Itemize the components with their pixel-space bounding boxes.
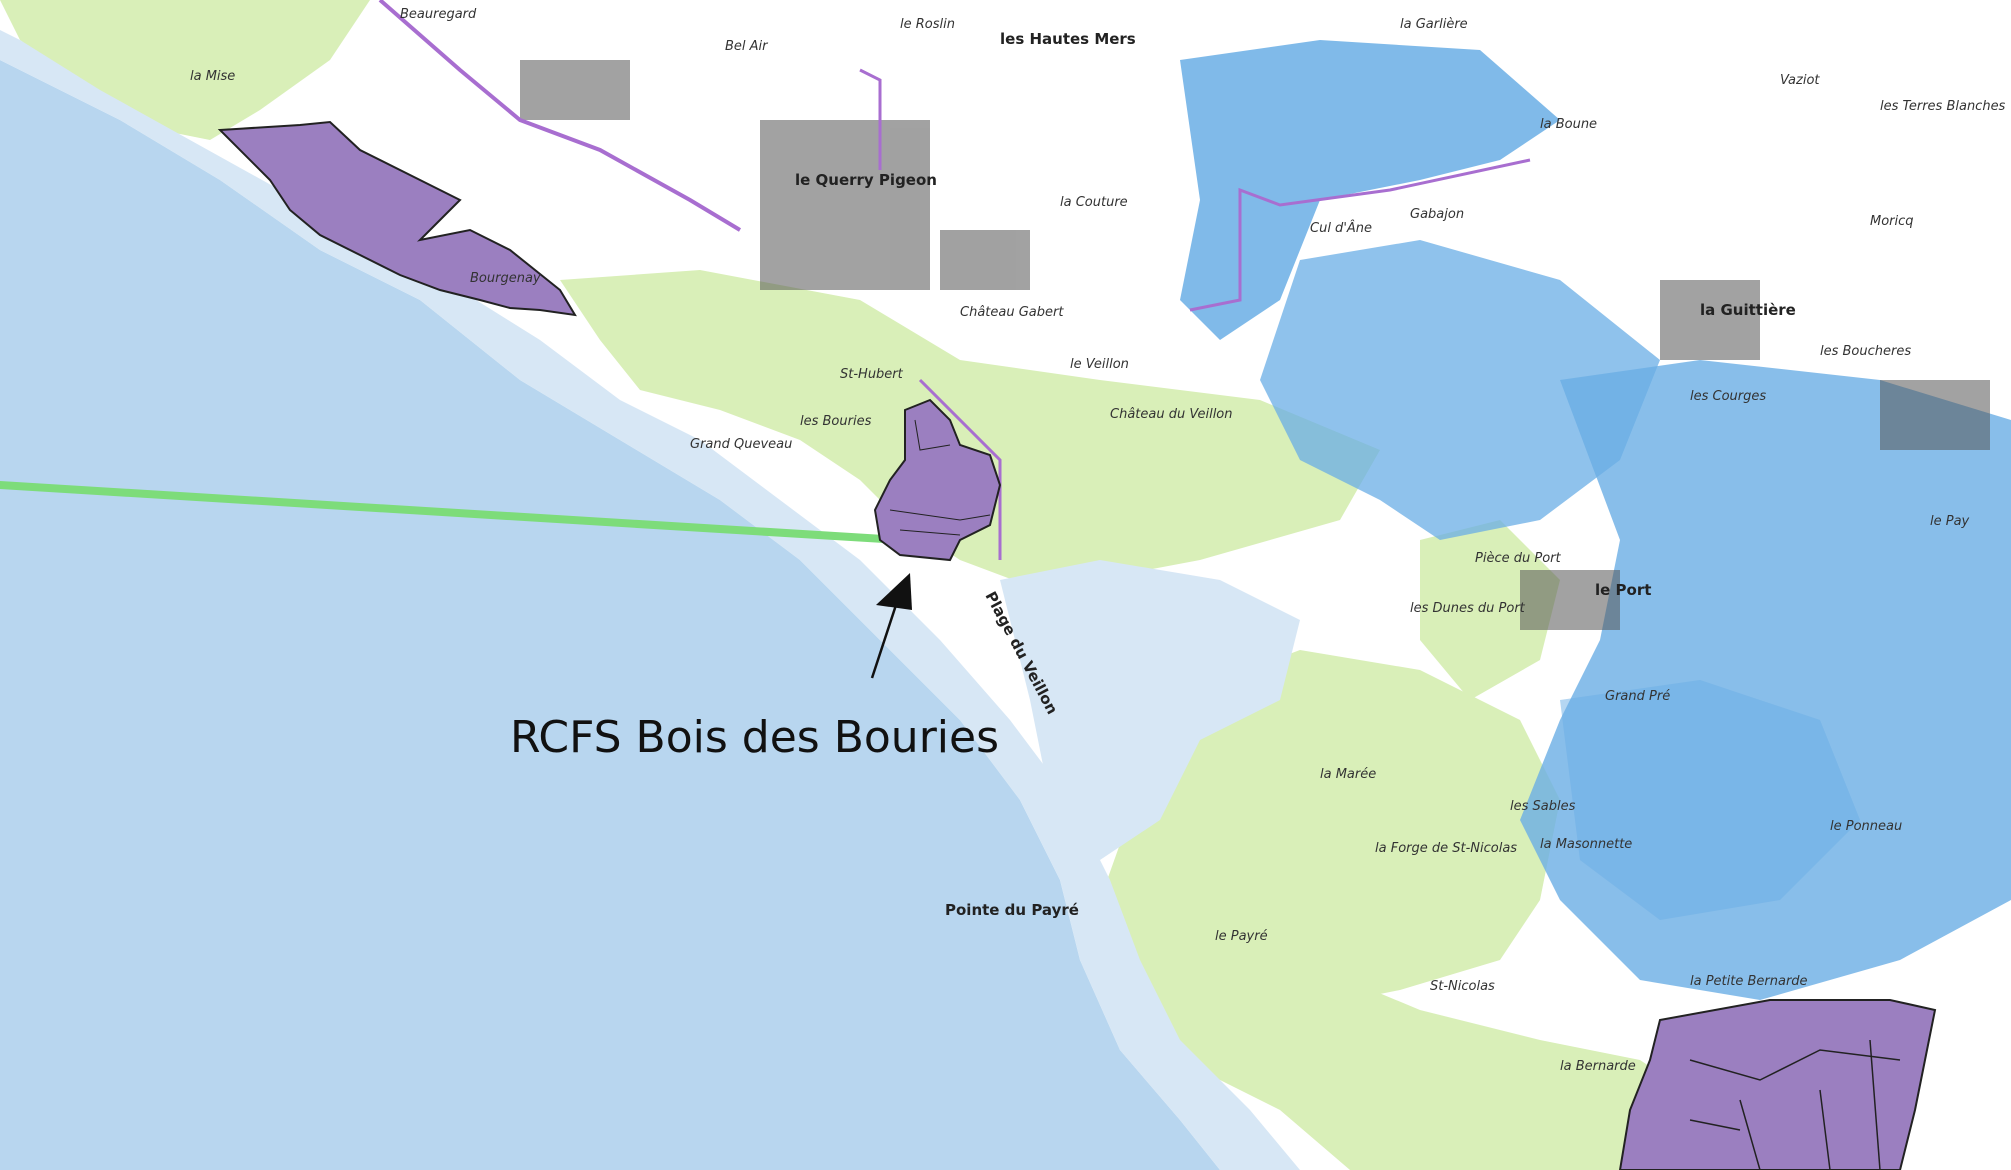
coast-rocks	[0, 30, 1300, 1170]
place-label: les Terres Blanches	[1880, 99, 2006, 114]
place-label: Vaziot	[1780, 73, 1820, 88]
place-label: la Forge de St-Nicolas	[1375, 841, 1517, 856]
place-label: Gabajon	[1410, 207, 1464, 222]
urban-block	[1660, 280, 1760, 360]
place-label: la Bernarde	[1560, 1059, 1636, 1074]
marsh-south-east	[1560, 680, 1860, 920]
place-label: le Querry Pigeon	[795, 171, 937, 189]
urban-block	[940, 230, 1030, 290]
reserve-southeast-parcels	[1689, 1039, 1901, 1170]
reserve-northwest[interactable]	[217, 120, 577, 317]
road-purple-4	[918, 378, 1002, 560]
place-label: les Sables	[1510, 799, 1576, 814]
place-label: le Veillon	[1070, 357, 1129, 372]
arrow-up-icon	[870, 573, 912, 679]
forest-southwest	[1090, 880, 1700, 1170]
place-label: le Port	[1595, 581, 1651, 599]
road-purple-3	[859, 68, 882, 170]
forest-east	[1420, 520, 1560, 700]
annotation-label: RCFS Bois des Bouries	[510, 712, 999, 763]
urban-block	[1520, 570, 1620, 630]
place-label: les Courges	[1690, 389, 1766, 404]
place-label: la Boune	[1540, 117, 1597, 132]
marsh-east	[1520, 360, 2011, 1000]
place-label: les Hautes Mers	[1000, 30, 1136, 48]
place-label: Château Gabert	[960, 305, 1064, 320]
place-label: Château du Veillon	[1110, 407, 1233, 422]
place-label: le Payré	[1215, 929, 1268, 944]
urban-block	[520, 60, 630, 120]
green-transect-line	[0, 481, 904, 544]
place-label: Beauregard	[400, 7, 477, 22]
marsh-north	[1180, 40, 1560, 340]
urban-areas	[520, 60, 1990, 630]
place-label: la Mise	[190, 69, 235, 84]
place-label: le Roslin	[900, 17, 955, 32]
marsh-central	[1260, 240, 1660, 540]
place-label: la Masonnette	[1540, 837, 1632, 852]
place-label: la Couture	[1060, 195, 1128, 210]
place-label: St-Hubert	[840, 367, 904, 382]
reserve-southeast[interactable]	[1618, 999, 1937, 1170]
place-label: Bourgenay	[470, 271, 541, 286]
place-label: les Boucheres	[1820, 344, 1911, 359]
place-label: le Ponneau	[1830, 819, 1902, 834]
place-label: les Bouries	[800, 414, 872, 429]
place-label: le Pay	[1930, 514, 1970, 529]
place-label: la Guittière	[1700, 301, 1796, 319]
place-label: la Garlière	[1400, 17, 1468, 32]
reserve-bouries-parcels	[889, 419, 991, 536]
place-label: la Petite Bernarde	[1690, 974, 1808, 989]
place-label: Pièce du Port	[1475, 551, 1561, 566]
estuary-bay	[1000, 560, 1300, 860]
place-label: Grand Pré	[1605, 689, 1670, 704]
place-label: St-Nicolas	[1430, 979, 1495, 994]
reserve-bois-des-bouries[interactable]	[873, 398, 1002, 562]
forest-north-coast	[0, 0, 370, 140]
place-label: la Marée	[1320, 767, 1376, 782]
urban-block	[1880, 380, 1990, 450]
urban-block	[760, 120, 930, 290]
place-label: Pointe du Payré	[945, 901, 1079, 919]
place-label: Cul d'Âne	[1310, 220, 1372, 236]
place-label: Bel Air	[725, 39, 769, 54]
place-label: les Dunes du Port	[1410, 601, 1526, 616]
sea	[0, 60, 1220, 1170]
road-purple-1	[378, 0, 742, 232]
road-purple-2	[1189, 158, 1531, 312]
place-label: Moricq	[1870, 214, 1914, 229]
place-label: Grand Queveau	[690, 437, 792, 452]
